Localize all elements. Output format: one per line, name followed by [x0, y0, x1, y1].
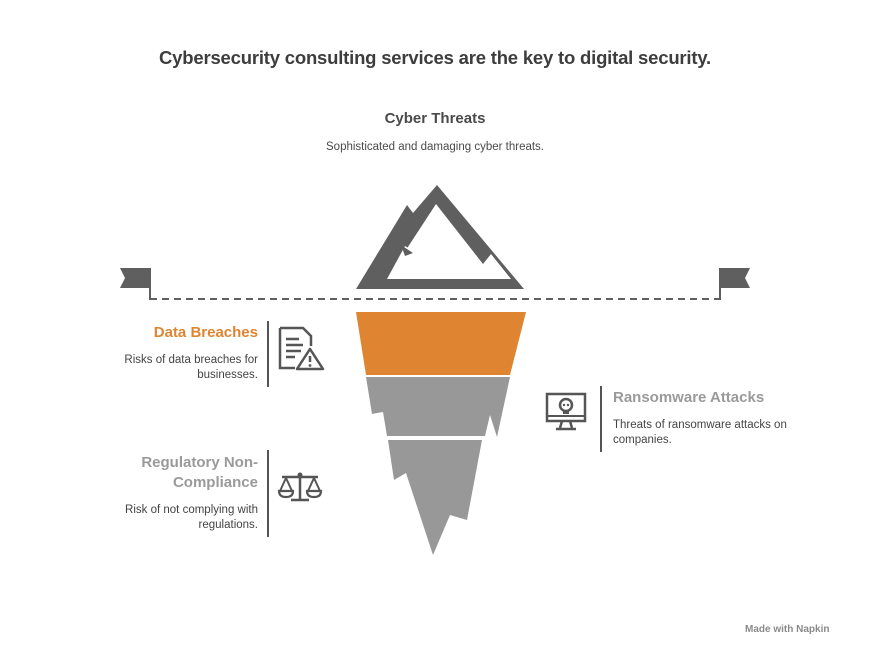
scales-icon	[277, 472, 323, 502]
right-flag-icon	[721, 268, 750, 288]
waterline	[149, 268, 721, 300]
ransomware-description: Threats of ransomware attacks on compani…	[613, 419, 787, 446]
divider	[267, 450, 269, 537]
left-flag-icon	[120, 268, 149, 288]
cyber-threats-description: Sophisticated and damaging cyber threats…	[326, 141, 544, 153]
divider	[267, 321, 269, 387]
ransomware-heading: Ransomware Attacks	[613, 389, 765, 406]
ransomware-block: Ransomware Attacks Threats of ransomware…	[613, 388, 843, 448]
iceberg-section-ransomware	[366, 377, 510, 437]
page-title: Cybersecurity consulting services are th…	[159, 47, 711, 68]
iceberg-section-data-breaches	[356, 312, 526, 375]
regulatory-block: Regulatory Non-Compliance Risk of not co…	[90, 453, 258, 533]
regulatory-heading: Regulatory Non-Compliance	[141, 454, 258, 491]
data-breaches-heading: Data Breaches	[153, 324, 258, 341]
data-breaches-block: Data Breaches Risks of data breaches for…	[90, 323, 258, 383]
document-warning-icon	[278, 326, 325, 371]
mountain-peak-icon	[356, 185, 524, 289]
regulatory-description: Risk of not complying with regulations.	[125, 504, 258, 531]
iceberg-section-regulatory	[388, 440, 482, 555]
cyber-threats-heading: Cyber Threats	[384, 110, 486, 127]
divider	[600, 386, 602, 452]
monitor-skull-icon	[545, 392, 587, 431]
data-breaches-description: Risks of data breaches for businesses.	[124, 354, 258, 381]
made-with-napkin-footer[interactable]: Made with Napkin	[745, 624, 830, 635]
